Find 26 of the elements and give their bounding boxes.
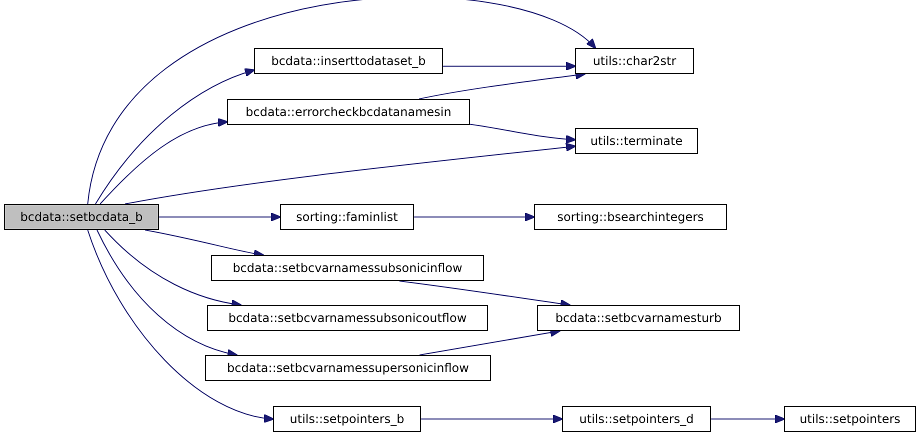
call-arrow: [442, 62, 576, 71]
call-arrow: [414, 212, 536, 222]
call-arrow: [710, 414, 786, 424]
function-box: utils::char2str: [575, 48, 694, 74]
function-box-highlighted: bcdata::setbcdata_b: [4, 204, 159, 230]
function-box: utils::setpointers_d: [562, 406, 711, 432]
function-box: utils::terminate: [575, 128, 698, 154]
function-box: bcdata::setbcvarnamessubsonicoutflow: [207, 305, 488, 331]
function-box: utils::setpointers: [784, 406, 916, 432]
function-box: sorting::faminlist: [280, 204, 414, 230]
function-box: utils::setpointers_b: [273, 406, 421, 432]
call-arrow: [420, 414, 564, 424]
function-box: bcdata::setbcvarnamessupersonicinflow: [205, 355, 491, 381]
function-box: bcdata::inserttodataset_b: [254, 48, 443, 74]
call-arrow: [158, 212, 282, 222]
function-box: sorting::bsearchintegers: [534, 204, 727, 230]
call-arrow: [94, 68, 256, 204]
call-arrow: [470, 124, 576, 144]
function-box: bcdata::errorcheckbcdatanamesin: [227, 99, 470, 125]
function-box: bcdata::setbcvarnamessubsonicinflow: [211, 255, 484, 281]
call-arrow: [96, 230, 238, 358]
call-arrow: [124, 142, 576, 204]
call-arrow: [100, 118, 228, 204]
call-arrow: [87, 230, 274, 422]
call-arrow: [87, 0, 597, 204]
function-box: bcdata::setbcvarnamesturb: [537, 305, 740, 331]
